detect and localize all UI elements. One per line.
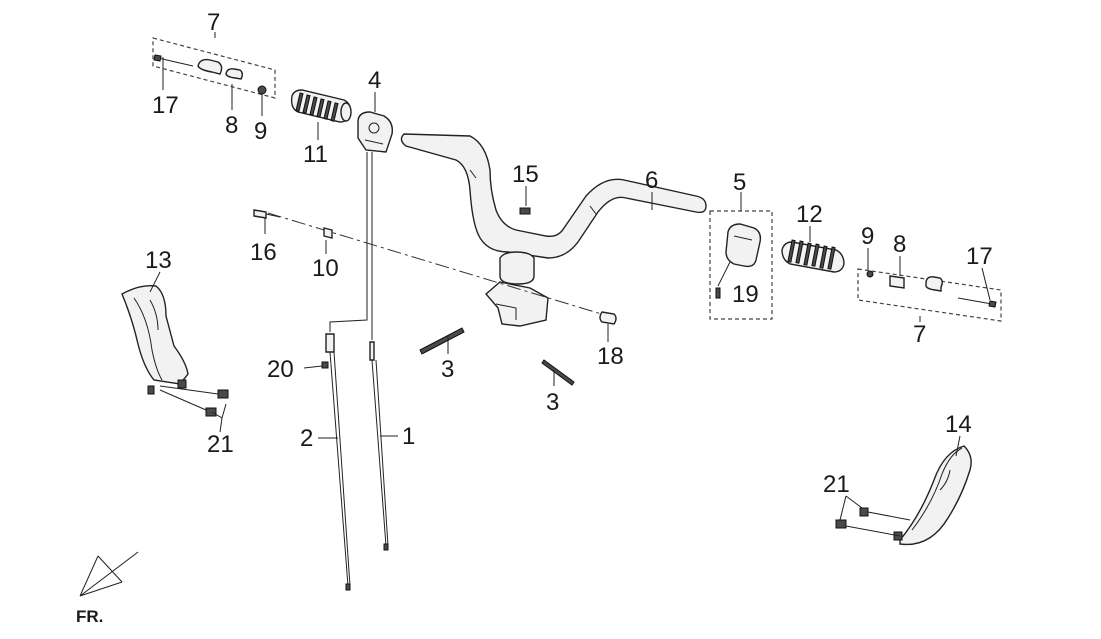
bolt-16 (253, 209, 281, 219)
callout-9-right: 9 (861, 223, 874, 250)
bar-end-weight-group-left (152, 37, 276, 99)
callout-13: 13 (145, 247, 172, 274)
callout-21-left: 21 (207, 431, 234, 458)
callout-8-right: 8 (893, 231, 906, 258)
callout-1: 1 (402, 423, 415, 450)
cable-tie-a (419, 327, 465, 355)
callout-4: 4 (368, 67, 381, 94)
callout-5: 5 (733, 169, 746, 196)
throttle-housing (357, 111, 394, 153)
callout-14: 14 (945, 411, 972, 438)
front-direction-label: FR. (76, 607, 103, 626)
bar-end-weight-group-right (857, 268, 1002, 322)
handlebar (400, 133, 707, 259)
handlebar-holder (485, 251, 549, 327)
callout-8-left: 8 (225, 112, 238, 139)
callout-3-a: 3 (441, 356, 454, 383)
callout-labels: 7 17 8 9 11 4 15 6 5 12 9 8 17 7 19 13 1… (76, 9, 993, 626)
nut-18 (599, 311, 617, 325)
part-20-clip (321, 361, 329, 369)
callout-18: 18 (597, 343, 624, 370)
nut-10 (323, 227, 333, 239)
throttle-cable-1 (369, 152, 389, 551)
callout-12: 12 (796, 201, 823, 228)
callout-10: 10 (312, 255, 339, 282)
front-direction-arrow (79, 551, 139, 597)
left-grip (290, 89, 352, 123)
callout-3-b: 3 (546, 389, 559, 416)
callout-7-left: 7 (207, 9, 220, 36)
cable-tie-b (541, 359, 575, 386)
callout-11: 11 (303, 141, 328, 168)
callout-7-right: 7 (913, 321, 926, 348)
callout-19: 19 (732, 281, 759, 308)
callout-16: 16 (250, 239, 277, 266)
handlebar-cover-right (893, 445, 972, 546)
callout-17-right: 17 (966, 243, 993, 270)
callout-21-right: 21 (823, 471, 850, 498)
callout-6: 6 (645, 167, 658, 194)
callout-20: 20 (267, 356, 294, 383)
right-grip (781, 239, 845, 273)
callout-9-left: 9 (254, 118, 267, 145)
part-15-fitting (519, 207, 531, 215)
grommet-21-left (159, 385, 229, 417)
callout-2: 2 (300, 425, 313, 452)
callout-15: 15 (512, 161, 539, 188)
brake-cable-2 (325, 152, 368, 591)
callout-17-left: 17 (152, 92, 179, 119)
handlebar-cover-left (121, 284, 189, 395)
grommet-21-right (835, 507, 911, 537)
